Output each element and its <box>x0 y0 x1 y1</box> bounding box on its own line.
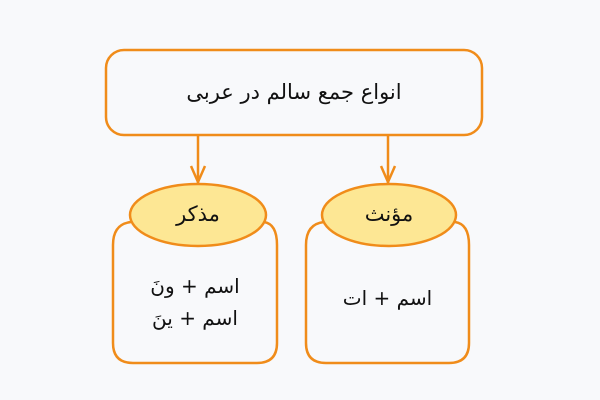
title-box <box>104 48 484 137</box>
feminine-ellipse <box>320 182 458 248</box>
masculine-rule-list: اسم + ونَ اسم + ینَ <box>113 270 277 334</box>
feminine-rule-list: اسم + ات <box>306 282 469 314</box>
arrow-to-masculine <box>189 135 207 186</box>
masculine-heading: مذکر <box>176 202 220 226</box>
masculine-rule-2: اسم + ینَ <box>152 306 238 330</box>
arrow-to-feminine <box>379 135 397 186</box>
masculine-ellipse <box>128 182 268 248</box>
feminine-heading: مؤنث <box>364 202 414 226</box>
diagram-title: انواع جمع سالم در عربی <box>186 80 402 104</box>
feminine-box <box>304 220 471 365</box>
masculine-box <box>111 220 279 365</box>
feminine-rule-1: اسم + ات <box>342 286 433 310</box>
masculine-rule-1: اسم + ونَ <box>150 274 240 298</box>
